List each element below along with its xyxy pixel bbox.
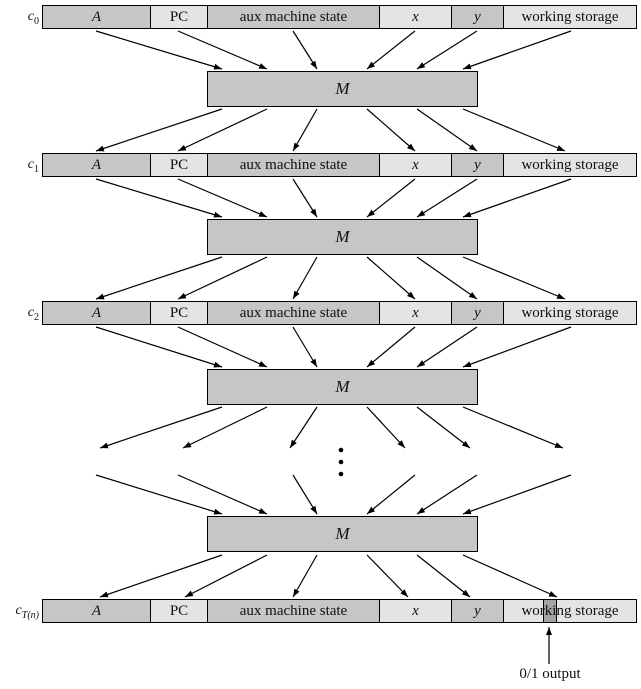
config-row-c2: A PC aux machine state x y working stora… bbox=[42, 301, 637, 325]
flow-arrow bbox=[366, 406, 406, 449]
flow-arrow bbox=[366, 256, 416, 300]
flow-arrow bbox=[416, 178, 478, 218]
segment-cell-a: A bbox=[43, 302, 151, 324]
output-bit-cell bbox=[543, 600, 557, 622]
segment-cell-y: y bbox=[452, 302, 504, 324]
segment-cell-working-storage: working storage bbox=[504, 6, 636, 28]
segment-cell-a: A bbox=[43, 154, 151, 176]
output-label: 0/1 output bbox=[519, 666, 581, 682]
flow-arrow bbox=[416, 554, 471, 598]
segment-cell-x: x bbox=[380, 302, 452, 324]
flow-arrow bbox=[462, 30, 572, 70]
segment-cell-y: y bbox=[452, 6, 504, 28]
segment-cell-x: x bbox=[380, 600, 452, 622]
machine-box-3: M bbox=[207, 369, 478, 405]
flow-arrow bbox=[177, 30, 268, 70]
flow-arrow bbox=[416, 474, 478, 515]
flow-arrow bbox=[416, 108, 478, 152]
segment-cell-aux-state: aux machine state bbox=[208, 600, 380, 622]
flow-arrow bbox=[462, 178, 572, 218]
segment-cell-working-storage: working storage bbox=[504, 600, 636, 622]
segment-cell-a: A bbox=[43, 6, 151, 28]
config-label-c0: c0 bbox=[27, 9, 39, 27]
config-label-c2: c2 bbox=[27, 305, 39, 323]
flow-arrow bbox=[292, 30, 318, 70]
flow-arrow bbox=[416, 326, 478, 368]
segment-cell-working-storage: working storage bbox=[504, 154, 636, 176]
config-row-c0: A PC aux machine state x y working stora… bbox=[42, 5, 637, 29]
flow-arrow bbox=[462, 406, 564, 449]
flow-arrow bbox=[366, 108, 416, 152]
flow-arrow bbox=[366, 326, 416, 368]
segment-cell-y: y bbox=[452, 154, 504, 176]
flow-arrow bbox=[462, 474, 572, 515]
machine-box-4: M bbox=[207, 516, 478, 552]
ellipsis-dots bbox=[338, 447, 344, 477]
segment-cell-a: A bbox=[43, 600, 151, 622]
flow-arrow bbox=[292, 178, 318, 218]
flow-arrow bbox=[95, 178, 223, 218]
flow-arrow bbox=[95, 30, 223, 70]
flow-arrow bbox=[462, 108, 566, 152]
flow-arrow bbox=[366, 178, 416, 218]
machine-box-2: M bbox=[207, 219, 478, 255]
segment-cell-aux-state: aux machine state bbox=[208, 154, 380, 176]
segment-cell-x: x bbox=[380, 154, 452, 176]
flow-arrow bbox=[177, 108, 268, 152]
flow-arrow bbox=[177, 256, 268, 300]
segment-cell-working-storage: working storage bbox=[504, 302, 636, 324]
segment-cell-pc: PC bbox=[151, 6, 208, 28]
flow-arrow bbox=[416, 30, 478, 70]
segment-cell-pc: PC bbox=[151, 600, 208, 622]
flow-arrow bbox=[292, 256, 318, 300]
config-label-ctn: cT(n) bbox=[15, 603, 39, 621]
flow-arrow bbox=[416, 256, 478, 300]
flow-arrow bbox=[292, 326, 318, 368]
flow-arrow bbox=[292, 108, 318, 152]
segment-cell-pc: PC bbox=[151, 302, 208, 324]
flow-arrow bbox=[292, 474, 318, 515]
segment-cell-y: y bbox=[452, 600, 504, 622]
flow-arrow bbox=[177, 326, 268, 368]
flow-arrow bbox=[99, 406, 223, 449]
flow-arrow bbox=[177, 178, 268, 218]
segment-cell-aux-state: aux machine state bbox=[208, 6, 380, 28]
flow-arrow bbox=[462, 256, 566, 300]
flow-arrow bbox=[182, 406, 268, 449]
flow-arrow bbox=[184, 554, 268, 598]
flow-arrow bbox=[95, 326, 223, 368]
segment-cell-pc: PC bbox=[151, 154, 208, 176]
machine-box-1: M bbox=[207, 71, 478, 107]
flow-arrow bbox=[366, 474, 416, 515]
flow-arrow bbox=[95, 474, 223, 515]
flow-arrow bbox=[416, 406, 471, 449]
flow-arrow bbox=[177, 474, 268, 515]
flow-arrow bbox=[95, 256, 223, 300]
config-row-ctn: A PC aux machine state x y working stora… bbox=[42, 599, 637, 623]
flow-arrow bbox=[366, 554, 409, 598]
config-row-c1: A PC aux machine state x y working stora… bbox=[42, 153, 637, 177]
flow-arrow bbox=[462, 326, 572, 368]
flow-arrow bbox=[99, 554, 223, 598]
segment-cell-aux-state: aux machine state bbox=[208, 302, 380, 324]
flow-arrow bbox=[292, 554, 318, 598]
flow-arrow bbox=[289, 406, 318, 449]
flow-arrow bbox=[462, 554, 558, 598]
segment-cell-x: x bbox=[380, 6, 452, 28]
flow-arrow bbox=[366, 30, 416, 70]
config-label-c1: c1 bbox=[27, 157, 39, 175]
flow-arrow bbox=[95, 108, 223, 152]
